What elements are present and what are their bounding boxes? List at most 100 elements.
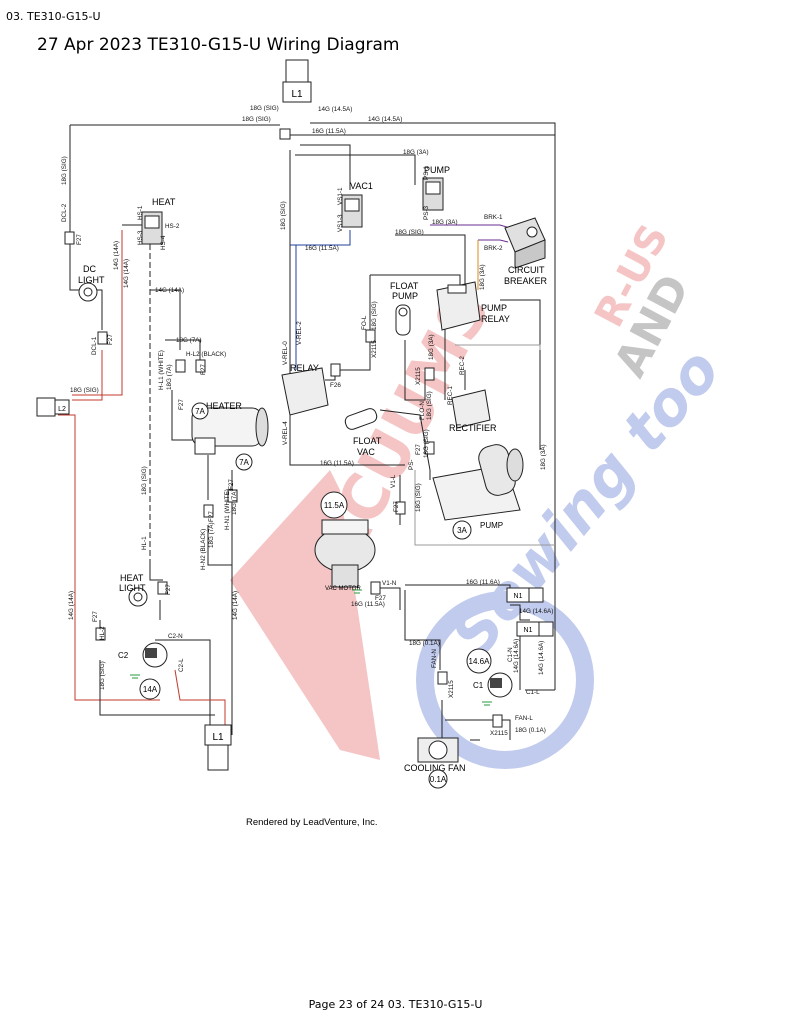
crimp-nut-l1-bottom: L1 [204, 724, 232, 771]
rating-0-1a: 0.1A [428, 769, 448, 789]
crimp-nut-l2: L2 [36, 397, 70, 417]
wire-label: 18G (SIG) [426, 391, 433, 420]
wire-label: H-N1 (WHITE) [224, 489, 231, 530]
connector-v1l [395, 501, 406, 515]
wire-label: VS1-3 [337, 214, 344, 232]
wire-label: 18G (SIG) [395, 229, 424, 236]
wire-label: F27 [208, 511, 215, 522]
wire-label: 18G (SIG) [250, 105, 279, 112]
c1-label: C1 [473, 681, 484, 690]
pump-switch: PUMP [422, 165, 450, 211]
wire-label: F27 [76, 234, 83, 245]
connector-hn1 [227, 489, 238, 503]
wire-hl1-white [171, 390, 195, 441]
l1-bottom-label: L1 [212, 732, 224, 743]
wire-label: 14G (14.5A) [318, 106, 352, 113]
wire-label: F27 [393, 501, 400, 512]
crimp-nut-n1-a: N1 [506, 587, 544, 603]
dc-light-label-1: DC [83, 264, 96, 274]
wire-label: 18G (3A) [428, 334, 435, 360]
wire-heat-light [149, 560, 163, 581]
wire-label: 18G (3A) [479, 264, 486, 290]
wire-label: 14G (14A) [68, 591, 75, 620]
rectifier: RECTIFIER [449, 389, 497, 433]
pump-relay: PUMP RELAY [436, 281, 510, 331]
circuit-breaker-label-2: BREAKER [504, 276, 548, 286]
wire-18g-sig-bottom-left [99, 660, 215, 716]
svg-text:3A: 3A [457, 526, 467, 535]
pump-relay-label-2: RELAY [481, 314, 510, 324]
connector-dcl2 [64, 231, 75, 245]
wire-vrel4 [289, 410, 405, 466]
wire-label: HL-2 [99, 626, 106, 640]
wire-label: X2115 [490, 730, 508, 737]
wire-label: C2-L [178, 658, 185, 672]
wire-label: 18G (SIG) [99, 661, 106, 690]
wire-label: 14G (14A) [123, 259, 130, 288]
wire-14g-right-bus [310, 122, 556, 690]
svg-text:11.5A: 11.5A [324, 501, 345, 510]
ground-icon [130, 674, 140, 679]
wire-pump-right [500, 299, 541, 450]
relay: RELAY [281, 363, 329, 416]
wire-label: V1-N [382, 580, 397, 587]
wire-label: V-REL-0 [282, 341, 289, 365]
pump-relay-label-1: PUMP [481, 303, 507, 313]
wire-label: F27 [178, 399, 185, 410]
connector-fln [424, 441, 435, 455]
wire-labels: 18G (SIG) 18G (SIG) 14G (14.5A) 14G (14.… [61, 105, 553, 737]
heat-light-label-1: HEAT [120, 573, 144, 583]
wire-label: F27 [228, 479, 235, 490]
wire-label: PS-1 [423, 166, 430, 180]
dc-light-label-2: LIGHT [78, 275, 105, 285]
connector-hl2-b [95, 627, 106, 641]
wire-label: VS1-1 [337, 187, 344, 205]
heater-label: HEATER [206, 401, 242, 411]
rating-14-6a: 14.6A [466, 648, 492, 674]
wire-gray-rect [455, 344, 541, 350]
svg-text:14.6A: 14.6A [469, 657, 491, 666]
wire-label: 14G (14A) [155, 287, 184, 294]
c2-label: C2 [118, 651, 129, 660]
wire-label: 16G (11.5A) [305, 245, 339, 252]
svg-text:14A: 14A [143, 685, 158, 694]
wire-label: REC-1 [447, 386, 454, 405]
wire-label: 18G (0.1A) [515, 727, 546, 734]
wire-label: X2115 [448, 680, 455, 698]
wire-vs13-blue [290, 230, 351, 246]
relay-label: RELAY [290, 363, 319, 373]
wire-label: V1-L [390, 474, 397, 488]
connector-hn2 [203, 504, 214, 518]
rating-3a: 3A [452, 520, 472, 540]
wire-label: V-REL-4 [282, 421, 289, 445]
wire-c2l [174, 669, 226, 730]
crimp-nuts: L1 L2 L1 N1 N1 [36, 59, 554, 771]
wire-label: F27 [200, 364, 207, 375]
rating-7a-hn1: 7A [235, 453, 253, 471]
wire-label: 14G (14A) [113, 241, 120, 270]
circuit-breaker: CIRCUIT BREAKER [504, 217, 548, 286]
wire-label: BRK-2 [484, 245, 503, 252]
wire-label: HS-4 [160, 235, 167, 250]
wire-14g-146-link [510, 604, 530, 621]
svg-text:7A: 7A [239, 458, 249, 467]
connector-v1n [370, 581, 381, 595]
wire-label: BRK-1 [484, 214, 503, 221]
connector-fann [437, 671, 448, 685]
wire-label: HS-1 [137, 205, 144, 220]
components: HEAT VAC1 PUMP CIRCUIT BREAKER DC LIGHT [78, 165, 548, 773]
wire-label: 14G (14.6A) [513, 639, 520, 673]
wire-label: F27 [165, 584, 172, 595]
c2-thermostat: C2 [118, 642, 168, 668]
wire-label: PS-3 [423, 206, 430, 220]
wire-label: FAN-L [515, 715, 533, 722]
wire-vac1-feed [300, 144, 351, 190]
wire-v1n [380, 587, 401, 610]
wire-pump-feed [295, 154, 416, 185]
wire-gray-pump [414, 470, 555, 546]
wire-label: 18G (0.1A) [409, 640, 440, 647]
wire-label: 18G (7A) [176, 337, 202, 344]
wire-label: F26 [330, 382, 341, 389]
circuit-breaker-label-1: CIRCUIT [508, 265, 545, 275]
